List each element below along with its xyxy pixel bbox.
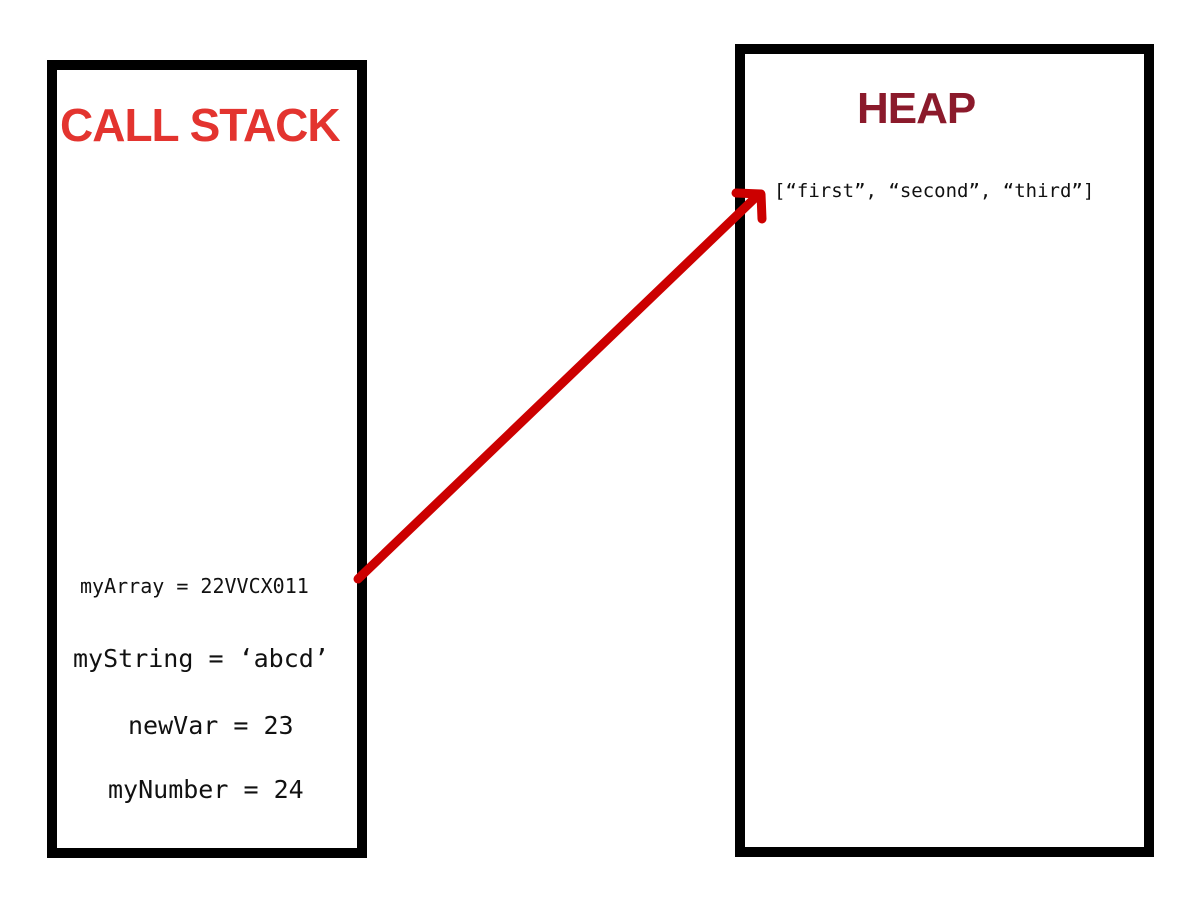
stack-variable-mynumber: myNumber = 24 bbox=[108, 775, 304, 804]
call-stack-box bbox=[47, 60, 367, 858]
stack-variable-myarray: myArray = 22VVCX011 bbox=[80, 574, 309, 598]
pointer-arrow-shaft bbox=[353, 191, 762, 584]
stack-variable-newvar: newVar = 23 bbox=[128, 711, 294, 740]
heap-box bbox=[735, 44, 1154, 857]
heap-array-value: [“first”, “second”, “third”] bbox=[774, 180, 1095, 202]
heap-title: HEAP bbox=[857, 84, 976, 133]
call-stack-title: CALL STACK bbox=[60, 99, 341, 151]
stack-variable-mystring: myString = ‘abcd’ bbox=[73, 644, 329, 673]
